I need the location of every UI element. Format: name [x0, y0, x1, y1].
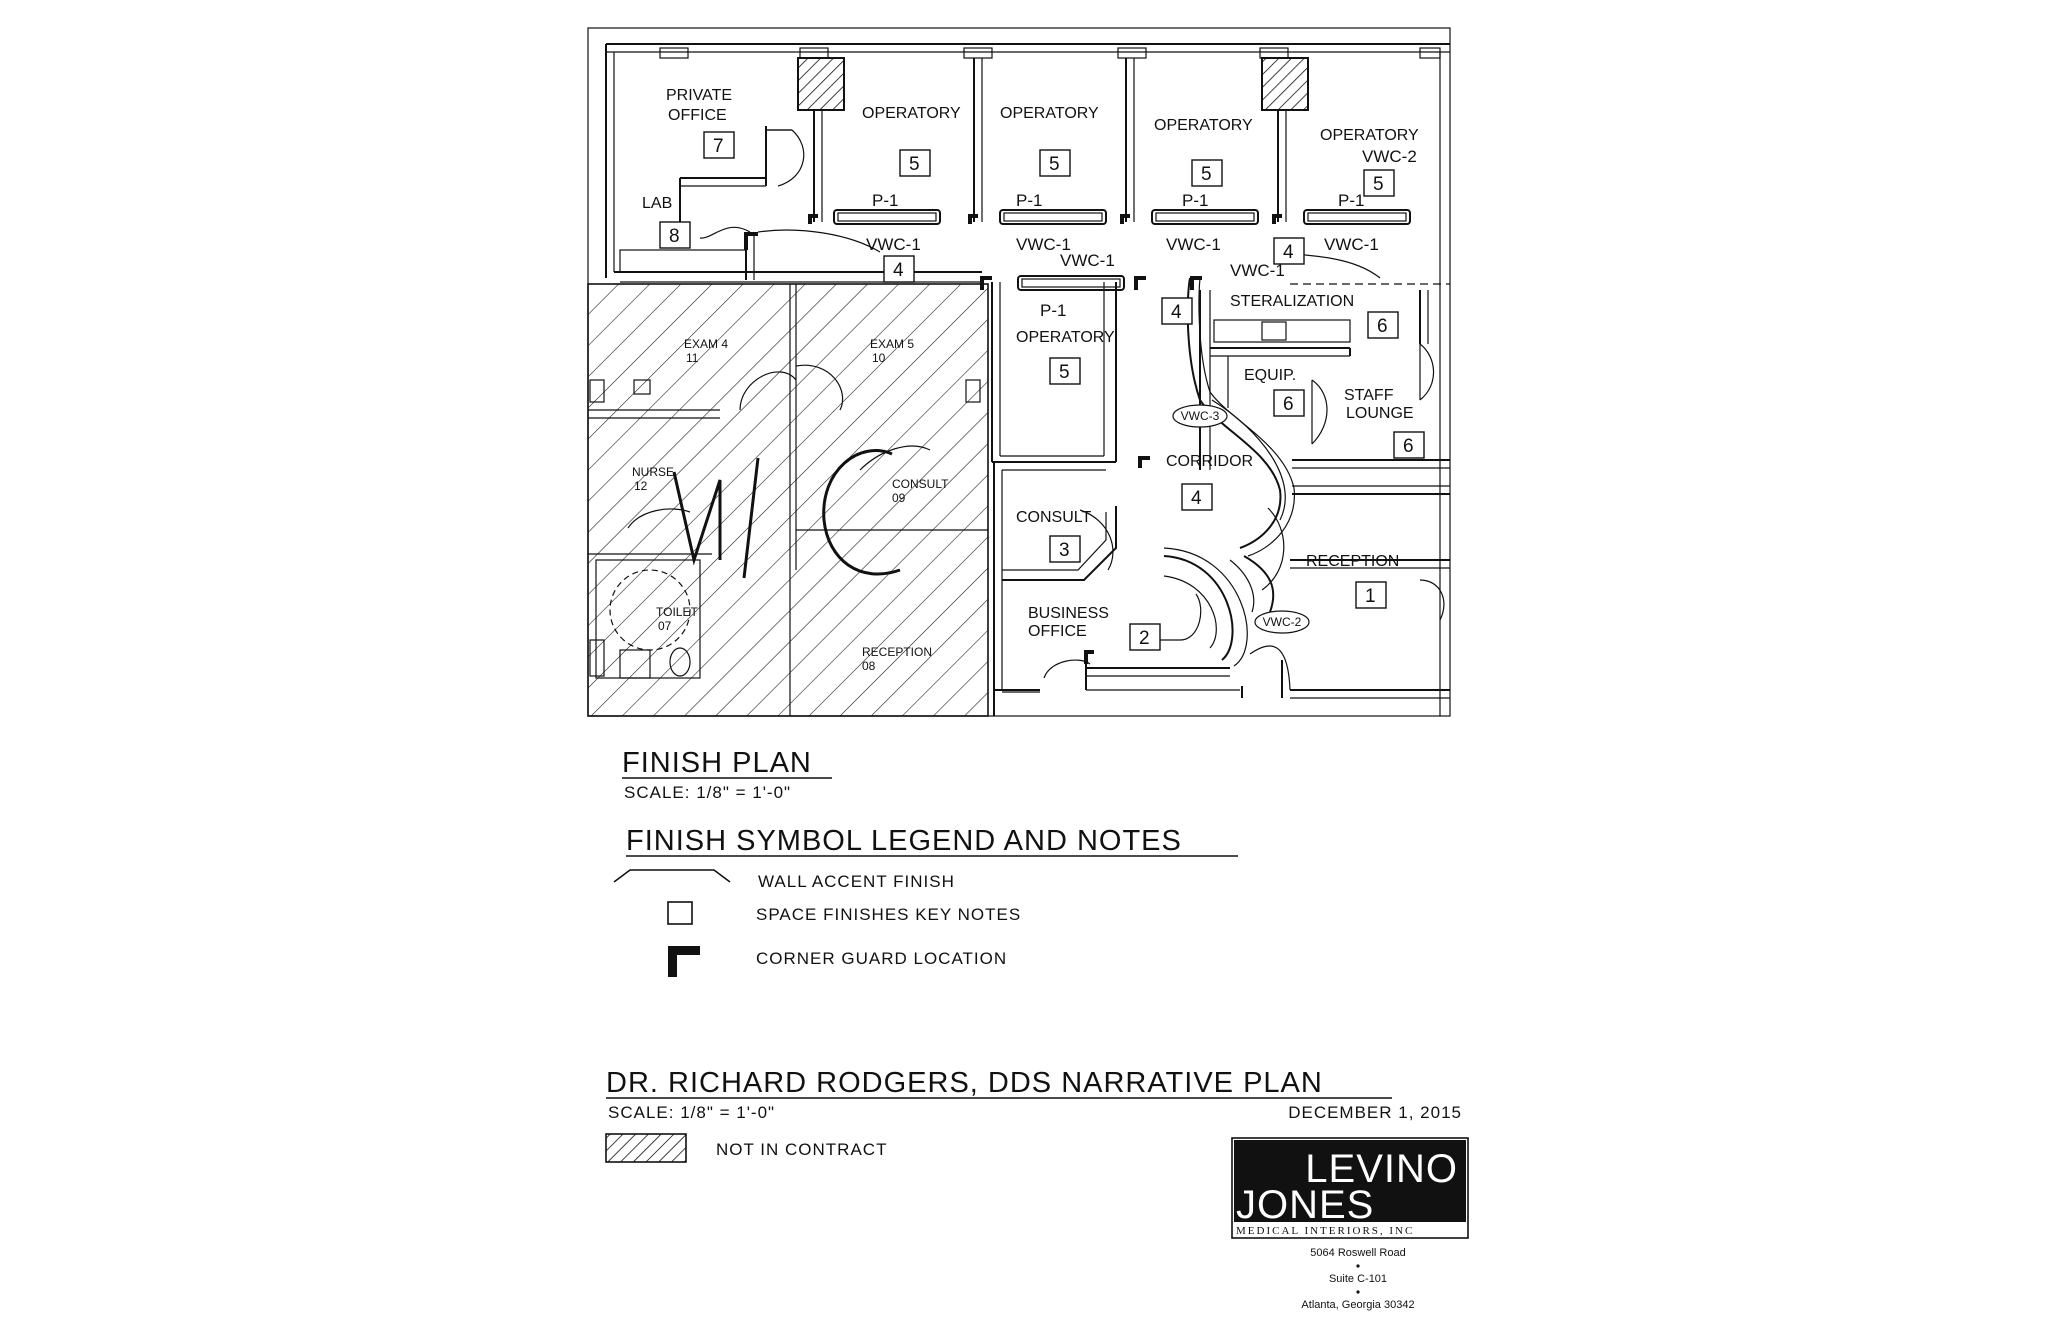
hall-key-3: 4 — [1283, 242, 1294, 263]
private-office-label: PRIVATE — [666, 87, 732, 104]
nic-room-labels: EXAM 4 11 EXAM 5 10 NURSE 12 CONSULT 09 … — [632, 337, 949, 673]
operatory-2-fixture: P-1 — [1016, 191, 1042, 210]
consult-key: 3 — [1059, 540, 1070, 561]
operatory-2-finish: VWC-1 — [1016, 235, 1071, 254]
operatory-5-fixture: P-1 — [1040, 301, 1066, 320]
operatory-2-label: OPERATORY — [1000, 105, 1099, 122]
address-line1: 5064 Roswell Road — [1310, 1247, 1405, 1259]
drawing-date: DECEMBER 1, 2015 — [1288, 1103, 1462, 1122]
drawing-title: DR. RICHARD RODGERS, DDS NARRATIVE PLAN — [606, 1067, 1323, 1099]
corner-guard-icon — [668, 946, 700, 977]
wall-accent-icon — [613, 869, 731, 883]
nic-nurse-num: 12 — [634, 479, 648, 493]
finish-plan-scale: SCALE: 1/8" = 1'-0" — [624, 783, 791, 802]
drawing-title-block: DR. RICHARD RODGERS, DDS NARRATIVE PLAN … — [605, 1067, 1462, 1163]
legend-item-wall-accent: WALL ACCENT FINISH — [758, 872, 955, 891]
operatory-3-label: OPERATORY — [1154, 117, 1253, 134]
operatory-2-key: 5 — [1049, 154, 1060, 175]
staff-lounge-label-2: LOUNGE — [1346, 405, 1414, 422]
business-office-label-2: OFFICE — [1028, 623, 1087, 640]
nic-exam4-num: 11 — [686, 351, 699, 365]
operatory-5-label: OPERATORY — [1016, 329, 1115, 346]
drawing-scale: SCALE: 1/8" = 1'-0" — [608, 1103, 775, 1122]
equip-key: 6 — [1283, 394, 1294, 415]
lab-key: 8 — [669, 226, 680, 247]
legend-title: FINISH SYMBOL LEGEND AND NOTES — [626, 825, 1182, 857]
corridor-finish: VWC-3 — [1181, 409, 1220, 423]
operatory-4-finish: VWC-1 — [1324, 235, 1379, 254]
address-line2: Suite C-101 — [1329, 1273, 1387, 1285]
counters — [619, 249, 1351, 343]
window-mullions — [659, 47, 1441, 59]
hall-key-1: 4 — [893, 260, 904, 281]
column-left — [797, 57, 845, 111]
operatory-5-key: 5 — [1059, 362, 1070, 383]
operatory-4-finish-top: VWC-2 — [1362, 147, 1417, 166]
consult-label: CONSULT — [1016, 509, 1091, 526]
business-office-key: 2 — [1139, 628, 1150, 649]
corridor-key: 4 — [1191, 488, 1202, 509]
operatory-1-label: OPERATORY — [862, 105, 961, 122]
operatory-1-finish: VWC-1 — [866, 235, 921, 254]
finish-plan-title-block: FINISH PLAN SCALE: 1/8" = 1'-0" — [622, 747, 832, 802]
operatory-3-finish: VWC-1 — [1166, 235, 1221, 254]
lab-label: LAB — [642, 195, 672, 212]
floor-plan: PRIVATE OFFICE 7 LAB 8 OPERATORY 5 P-1 V… — [587, 27, 1451, 717]
reception-key: 1 — [1365, 586, 1376, 607]
staff-lounge-key: 6 — [1403, 436, 1414, 457]
nic-letters — [672, 449, 901, 579]
address-line3: Atlanta, Georgia 30342 — [1301, 1299, 1414, 1311]
legend-item-corner-guard: CORNER GUARD LOCATION — [756, 949, 1007, 968]
nic-consult-name: CONSULT — [892, 477, 949, 491]
nic-reception-name: RECEPTION — [862, 645, 932, 659]
private-office-key: 7 — [713, 136, 724, 157]
reception-finish: VWC-2 — [1263, 615, 1302, 629]
nic-exam4-name: EXAM 4 — [684, 337, 728, 351]
finish-plan-title: FINISH PLAN — [622, 747, 812, 779]
nic-consult-num: 09 — [892, 491, 906, 505]
sterilization-label: STERALIZATION — [1230, 293, 1354, 310]
private-office-label-2: OFFICE — [668, 107, 727, 124]
nic-exam5-name: EXAM 5 — [870, 337, 914, 351]
operatory-1-fixture: P-1 — [872, 191, 898, 210]
nic-toilet-name: TOILET — [656, 605, 698, 619]
logo-line3: MEDICAL INTERIORS, INC — [1236, 1225, 1414, 1237]
corner-guards — [744, 214, 1282, 664]
operatory-3-key: 5 — [1201, 164, 1212, 185]
corridor-label: CORRIDOR — [1166, 453, 1253, 470]
operatory-3-fixture: P-1 — [1182, 191, 1208, 210]
dental-chairs — [833, 209, 1411, 291]
nic-legend-swatch — [605, 1133, 687, 1163]
nic-exam5-num: 10 — [872, 351, 886, 365]
nic-reception-num: 08 — [862, 659, 876, 673]
hall-key-2: 4 — [1171, 302, 1182, 323]
column-right — [1261, 57, 1309, 111]
reception-label: RECEPTION — [1306, 553, 1399, 570]
nic-legend-label: NOT IN CONTRACT — [716, 1140, 887, 1159]
nic-toilet-num: 07 — [658, 619, 672, 633]
equip-label: EQUIP. — [1244, 367, 1296, 384]
logo-line2: JONES — [1236, 1183, 1374, 1227]
nic-area — [587, 283, 989, 717]
business-office-label: BUSINESS — [1028, 605, 1109, 622]
operatory-4-key: 5 — [1373, 174, 1384, 195]
operatory-4-label: OPERATORY — [1320, 127, 1419, 144]
legend-item-key-box: SPACE FINISHES KEY NOTES — [756, 905, 1021, 924]
logo-line1: LEVINO — [1305, 1147, 1458, 1191]
operatory-5-finish: VWC-1 — [1060, 251, 1115, 270]
company-logo: LEVINO JONES MEDICAL INTERIORS, INC — [1231, 1137, 1469, 1239]
sterilization-key: 6 — [1377, 316, 1388, 337]
company-address: 5064 Roswell Road Suite C-101 Atlanta, G… — [1301, 1247, 1414, 1311]
staff-lounge-label: STAFF — [1344, 387, 1394, 404]
operatory-4-fixture: P-1 — [1338, 191, 1364, 210]
operatory-partitions — [614, 58, 1450, 716]
sterilization-finish: VWC-1 — [1230, 261, 1285, 280]
key-box-icon — [667, 901, 693, 925]
operatory-1-key: 5 — [909, 154, 920, 175]
nic-hatch — [587, 283, 989, 717]
nic-nurse-name: NURSE — [632, 465, 674, 479]
legend: FINISH SYMBOL LEGEND AND NOTES WALL ACCE… — [613, 825, 1238, 977]
room-labels: PRIVATE OFFICE 7 LAB 8 OPERATORY 5 P-1 V… — [642, 87, 1425, 651]
